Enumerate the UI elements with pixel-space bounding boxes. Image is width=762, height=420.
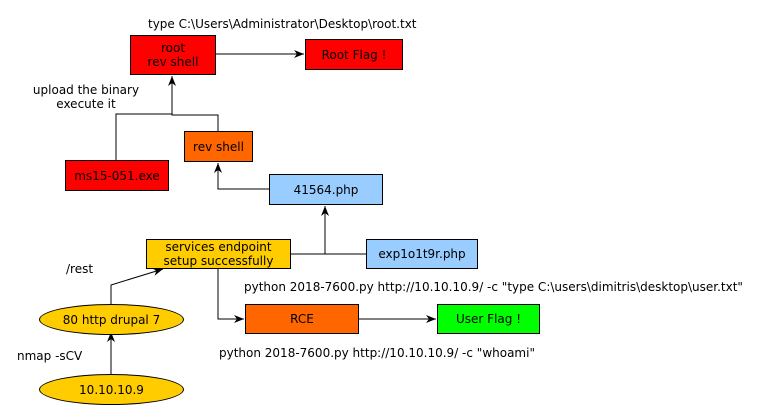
node-ms15-label: ms15-051.exe xyxy=(74,168,160,183)
edge-label-rest: /rest xyxy=(66,262,94,276)
node-ip[interactable]: 10.10.10.9 xyxy=(39,374,184,405)
node-rev-shell[interactable]: rev shell xyxy=(184,131,253,162)
node-http-label: 80 http drupal 7 xyxy=(62,312,161,327)
node-root-rev-shell[interactable]: root rev shell xyxy=(130,35,216,75)
node-root-flag-label: Root Flag ! xyxy=(321,47,387,62)
node-ms15-051[interactable]: ms15-051.exe xyxy=(65,160,169,191)
node-user-flag-label: User Flag ! xyxy=(456,312,521,326)
edge-http-to-services xyxy=(110,268,164,304)
node-rce-label: RCE xyxy=(290,312,314,326)
node-ip-label: 10.10.10.9 xyxy=(79,382,144,397)
edge-revshell-to-root xyxy=(168,76,219,131)
node-root-line2: rev shell xyxy=(147,55,199,69)
node-41564-label: 41564.php xyxy=(293,182,359,197)
edge-label-user-txt: python 2018-7600.py http://10.10.10.9/ -… xyxy=(244,280,743,294)
node-rce[interactable]: RCE xyxy=(245,304,359,334)
node-root-line1: root xyxy=(160,41,186,55)
node-exploit-php-label: exp1o1t9r.php xyxy=(378,247,466,261)
node-services-endpoint[interactable]: services endpoint setup successfully xyxy=(146,239,291,269)
node-root-flag[interactable]: Root Flag ! xyxy=(305,39,403,70)
edge-label-upload: upload the binary execute it xyxy=(32,83,140,111)
node-rev-shell-label: rev shell xyxy=(193,139,244,154)
edge-41564-to-revshell xyxy=(214,163,269,190)
node-http-drupal[interactable]: 80 http drupal 7 xyxy=(39,304,184,335)
edge-label-nmap: nmap -sCV xyxy=(17,349,83,363)
node-services-line2: setup successfully xyxy=(163,254,274,268)
edge-label-whoami: python 2018-7600.py http://10.10.10.9/ -… xyxy=(219,346,535,360)
edge-label-root-txt: type C:\Users\Administrator\Desktop\root… xyxy=(148,17,417,31)
edge-ms15-to-root xyxy=(115,113,172,160)
edge-services-to-rce xyxy=(217,268,244,323)
node-exploit-php[interactable]: exp1o1t9r.php xyxy=(366,239,478,269)
edge-label-upload-line2: execute it xyxy=(56,97,116,111)
node-41564-php[interactable]: 41564.php xyxy=(269,174,383,205)
edge-label-upload-line1: upload the binary xyxy=(32,83,140,97)
node-services-line1: services endpoint xyxy=(165,240,272,254)
node-user-flag[interactable]: User Flag ! xyxy=(437,304,540,334)
